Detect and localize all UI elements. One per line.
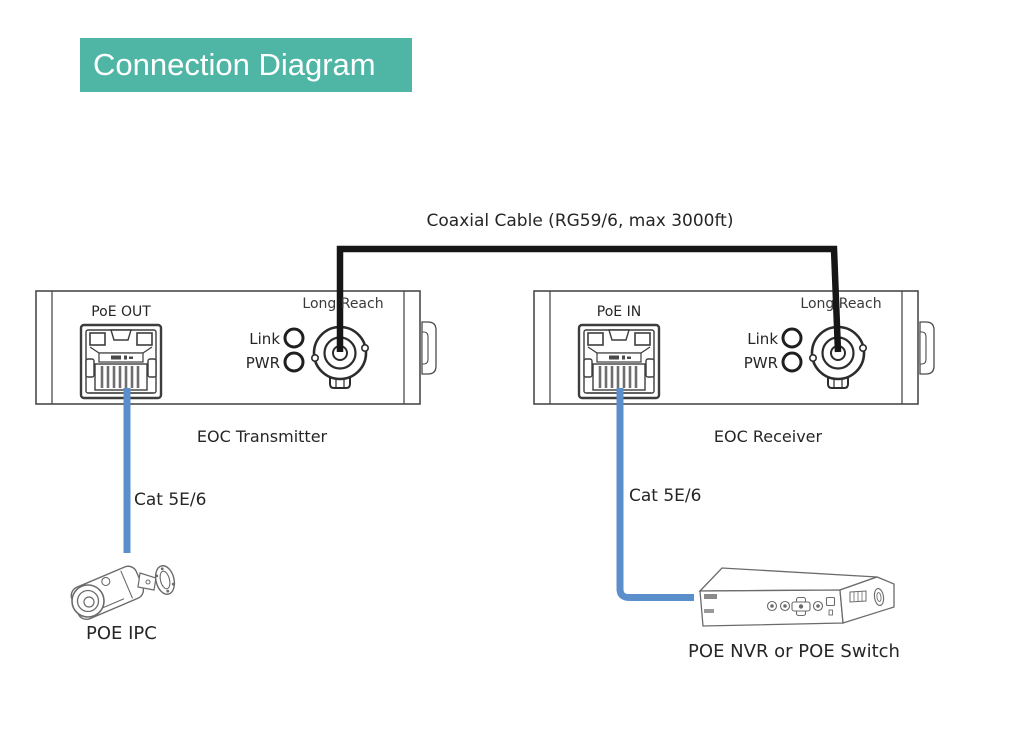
rx-cat5-cable-line [616, 388, 694, 601]
rx-bnc-label: Long Reach [800, 296, 882, 312]
rx-link-led-icon [781, 327, 803, 349]
tx-bnc-label: Long Reach [302, 296, 384, 312]
tx-pwr-led-icon [283, 351, 305, 373]
rx-cable-label: Cat 5E/6 [629, 486, 702, 506]
poe-ipc-camera-icon [70, 565, 176, 621]
tx-device-name: EOC Transmitter [196, 427, 328, 446]
poe-nvr-icon [698, 567, 895, 627]
rx-pwr-label: PWR [743, 354, 778, 372]
rx-link-label: Link [747, 330, 778, 348]
rx-port-label: PoE IN [596, 304, 642, 320]
poe-in-port-icon [577, 323, 661, 400]
nvr-endpoint-label: POE NVR or POE Switch [688, 641, 900, 662]
ipc-endpoint-label: POE IPC [86, 623, 157, 644]
rx-pwr-led-icon [781, 351, 803, 373]
tx-pwr-label: PWR [245, 354, 280, 372]
page-title: Connection Diagram [80, 38, 412, 92]
coaxial-cable-line [336, 245, 842, 353]
coax-cable-label: Coaxial Cable (RG59/6, max 3000ft) [426, 211, 734, 231]
tx-cable-label: Cat 5E/6 [134, 490, 207, 510]
rx-device-name: EOC Receiver [713, 427, 823, 446]
tx-link-led-icon [283, 327, 305, 349]
tx-port-label: PoE OUT [91, 304, 151, 320]
poe-out-port-icon [79, 323, 163, 400]
tx-link-label: Link [249, 330, 280, 348]
